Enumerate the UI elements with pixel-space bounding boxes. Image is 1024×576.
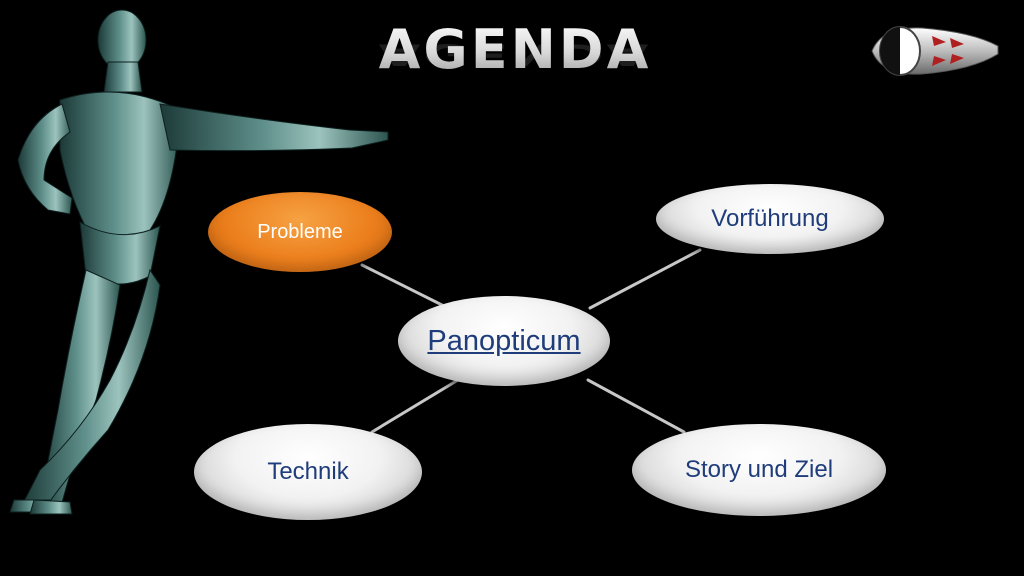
node-panopticum[interactable]: Panopticum (398, 296, 610, 386)
node-probleme[interactable]: Probleme (208, 192, 392, 272)
node-story-und-ziel[interactable]: Story und Ziel (632, 424, 886, 516)
connector-technik (370, 378, 460, 434)
slide-title: AGENDA (300, 18, 730, 81)
node-vorfuehrung[interactable]: Vorführung (656, 184, 884, 254)
anatomical-figure-icon (9, 9, 389, 515)
eye-capsule-logo-icon (871, 26, 999, 76)
node-technik-label: Technik (267, 458, 349, 485)
connector-probleme (360, 263, 450, 310)
node-probleme-label: Probleme (257, 220, 343, 243)
node-panopticum-link[interactable]: Panopticum (427, 324, 581, 357)
node-story-label: Story und Ziel (684, 456, 834, 483)
connector-story (586, 378, 686, 434)
connector-vorfuehrung (588, 248, 702, 310)
node-technik[interactable]: Technik (194, 424, 422, 520)
node-vorfuehrung-label: Vorführung (711, 205, 829, 232)
